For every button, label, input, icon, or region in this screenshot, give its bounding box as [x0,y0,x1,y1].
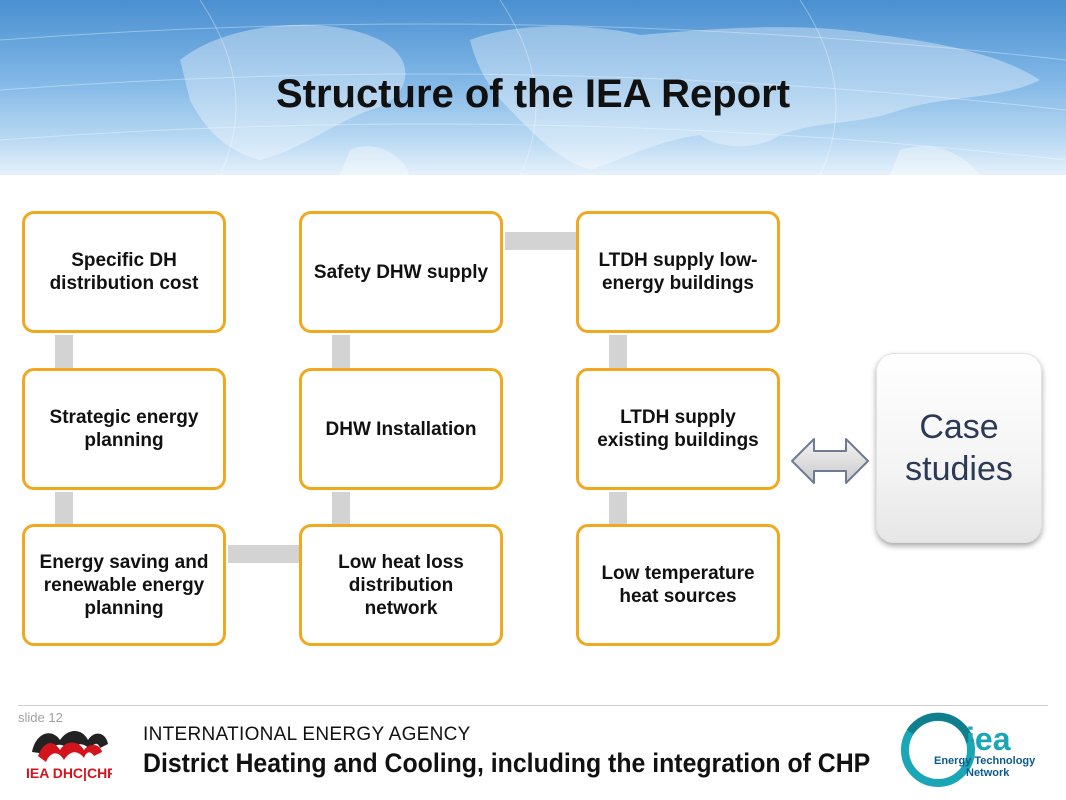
footer-subtitle: District Heating and Cooling, including … [143,748,871,778]
iea-etn-logo-line2: Network [966,767,1010,779]
connector [55,492,73,527]
agency-name: INTERNATIONAL ENERGY AGENCY [143,724,471,745]
box-low-temp-heat-sources: Low temperature heat sources [576,524,780,646]
iea-etn-logo-line1: Energy Technology [934,755,1036,767]
double-arrow-icon [791,438,869,484]
connector [332,492,350,527]
connector [609,492,627,527]
footer-divider [18,705,1048,706]
box-strategic-energy-planning: Strategic energy planning [22,368,226,490]
box-dhw-installation: DHW Installation [299,368,503,490]
connector [55,335,73,370]
iea-dhc-logo-text: IEA DHC|CHP [26,765,112,781]
box-energy-saving-planning: Energy saving and renewable energy plann… [22,524,226,646]
page-title: Structure of the IEA Report [275,72,791,116]
connector [505,232,579,250]
connector [228,545,302,563]
box-low-heat-loss-network: Low heat loss distribution network [299,524,503,646]
iea-etn-logo: iea Energy Technology Network [901,712,1036,787]
connector [332,335,350,370]
box-specific-dh-cost: Specific DH distribution cost [22,211,226,333]
iea-dhc-logo: IEA DHC|CHP [26,731,112,781]
box-ltdh-low-energy: LTDH supply low-energy buildings [576,211,780,333]
connector [609,335,627,370]
slide-number: slide 12 [18,710,63,725]
box-ltdh-existing: LTDH supply existing buildings [576,368,780,490]
case-studies-box: Case studies [876,353,1042,543]
world-map-banner [0,0,1066,175]
iea-etn-logo-text: iea [966,721,1011,757]
box-safety-dhw-supply: Safety DHW supply [299,211,503,333]
